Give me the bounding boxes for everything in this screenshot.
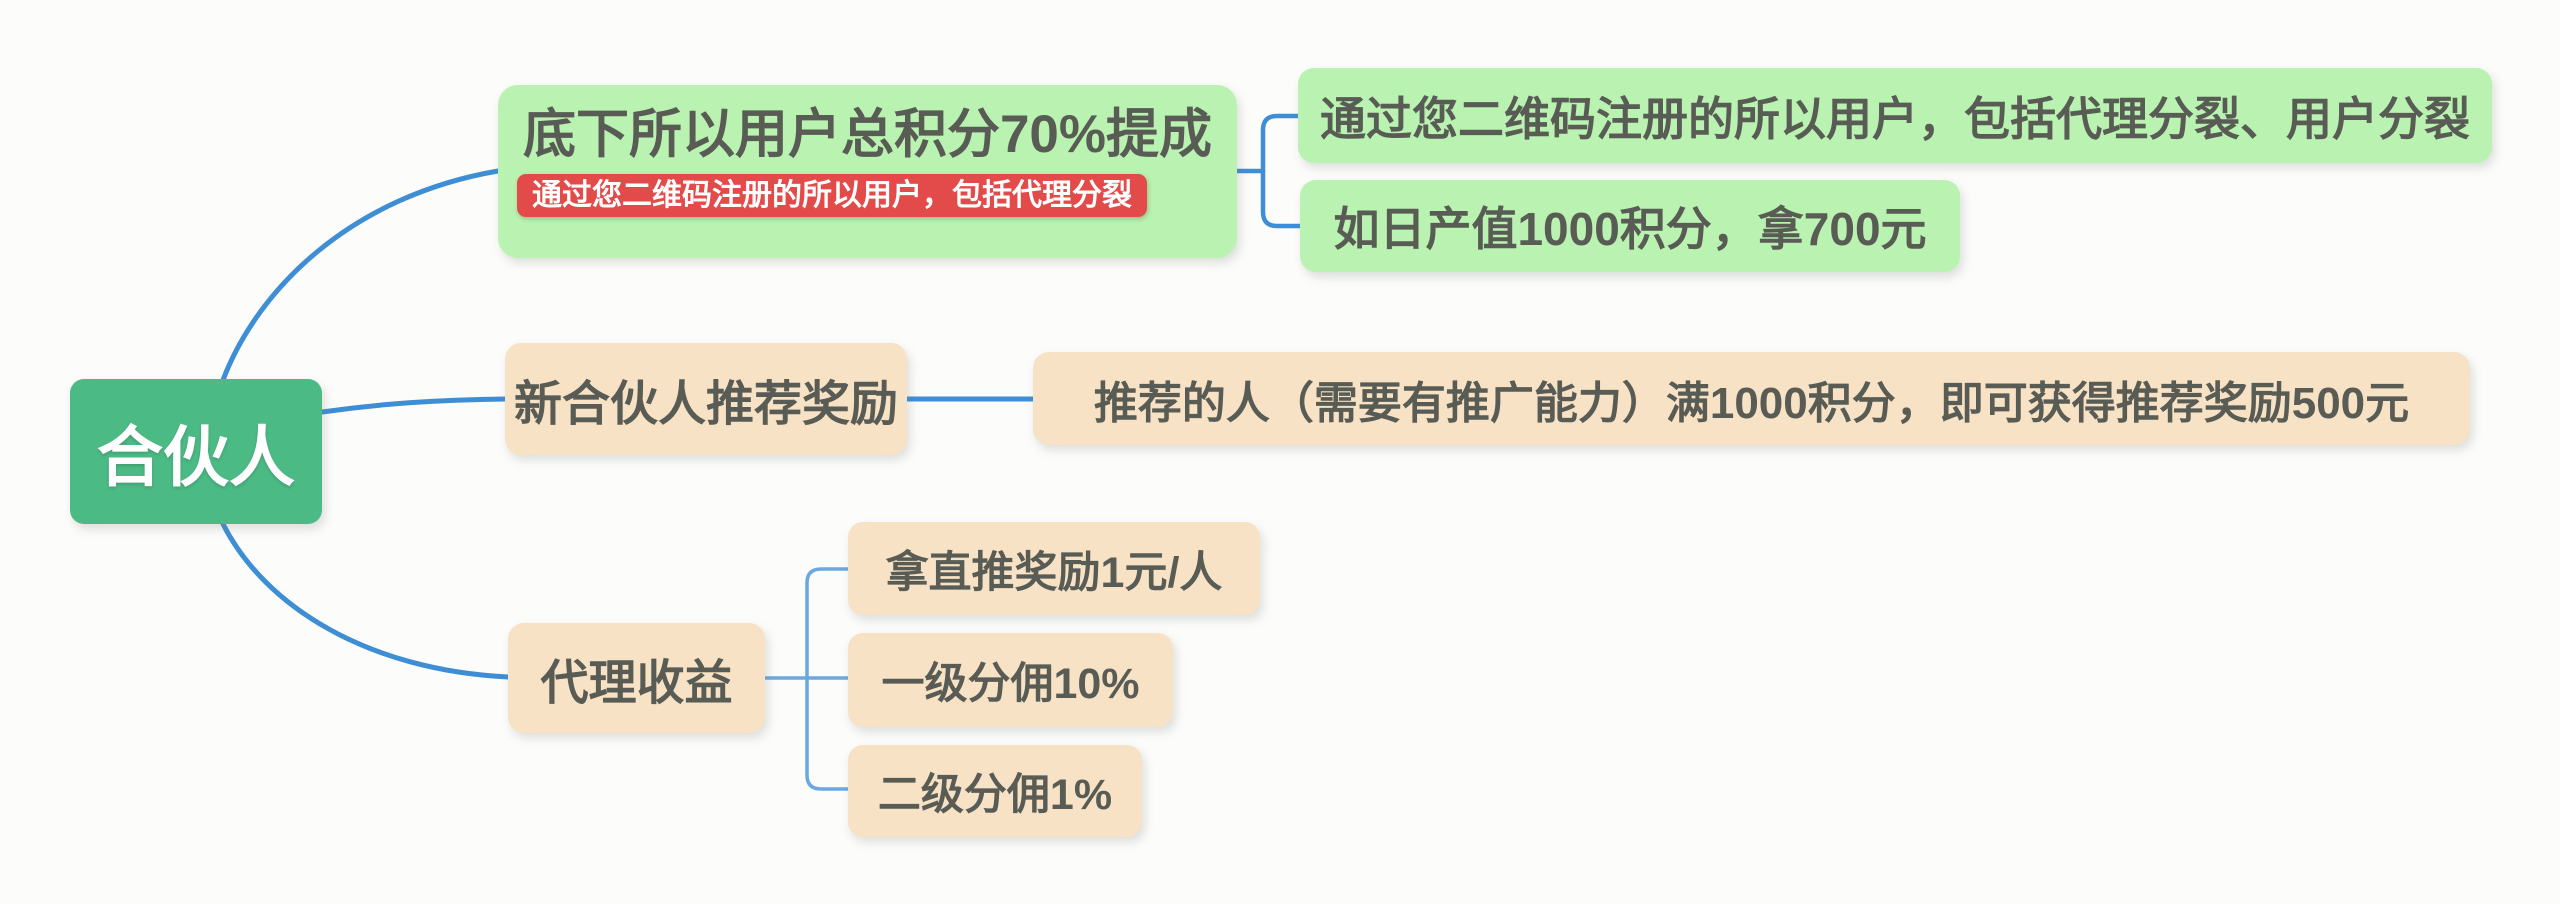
- link-branch3-to-child1: [805, 567, 852, 680]
- branch3-child3-node[interactable]: 二级分佣1%: [848, 745, 1142, 837]
- link-root-to-branch2: [319, 396, 508, 415]
- branch3-node[interactable]: 代理收益: [508, 623, 765, 733]
- branch3-label: 代理收益: [540, 657, 733, 710]
- link-root-to-branch1: [220, 168, 501, 383]
- branch1-child1-label: 通过您二维码注册的所以用户，包括代理分裂、用户分裂: [1320, 92, 2470, 145]
- branch1-child1-node[interactable]: 通过您二维码注册的所以用户，包括代理分裂、用户分裂: [1298, 68, 2492, 163]
- link-branch1-to-child1: [1260, 113, 1305, 174]
- branch1-child2-node[interactable]: 如日产值1000积分，拿700元: [1300, 180, 1960, 272]
- branch2-child1-node[interactable]: 推荐的人（需要有推广能力）满1000积分，即可获得推荐奖励500元: [1033, 352, 2470, 445]
- branch1-label: 底下所以用户总积分70%提成: [522, 105, 1213, 164]
- branch3-child1-label: 拿直推奖励1元/人: [885, 548, 1223, 597]
- branch2-node[interactable]: 新合伙人推荐奖励: [505, 343, 907, 455]
- branch2-child1-label: 推荐的人（需要有推广能力）满1000积分，即可获得推荐奖励500元: [1093, 378, 2410, 428]
- branch2-label: 新合伙人推荐奖励: [513, 378, 898, 431]
- branch3-child3-label: 二级分佣1%: [877, 771, 1113, 819]
- root-node-label: 合伙人: [97, 419, 295, 494]
- branch1-node[interactable]: 底下所以用户总积分70%提成 通过您二维码注册的所以用户，包括代理分裂: [498, 85, 1237, 258]
- branch1-child2-label: 如日产值1000积分，拿700元: [1333, 203, 1927, 255]
- link-branch1-to-child2: [1260, 168, 1307, 229]
- branch1-badge: 通过您二维码注册的所以用户，包括代理分裂: [517, 174, 1147, 217]
- branch3-child2-node[interactable]: 一级分佣10%: [848, 633, 1173, 727]
- link-root-to-branch3: [220, 521, 511, 680]
- root-node[interactable]: 合伙人: [70, 379, 322, 524]
- branch3-child1-node[interactable]: 拿直推奖励1元/人: [848, 522, 1260, 615]
- link-branch3-to-child3: [805, 676, 852, 791]
- branch3-child2-label: 一级分佣10%: [881, 660, 1140, 708]
